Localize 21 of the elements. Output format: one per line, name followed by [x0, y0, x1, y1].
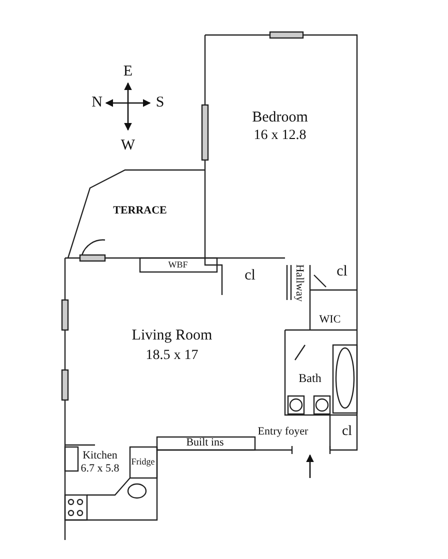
- room-name: Bath: [298, 372, 322, 384]
- compass-letter: E: [123, 64, 133, 80]
- room-name: Living Room: [132, 328, 212, 344]
- area-label: TERRACE: [113, 206, 167, 216]
- compass-letter: S: [156, 96, 164, 110]
- compass-letter: N: [92, 96, 102, 110]
- closet-label: cl: [336, 264, 348, 280]
- closet-label: cl: [342, 425, 352, 439]
- feature-label: Built ins: [186, 438, 224, 448]
- hallway-label: Hallway: [294, 264, 304, 302]
- room-name: Kitchen: [82, 450, 118, 462]
- fridge-label: Fridge: [131, 458, 155, 466]
- room-dimension: 6.7 x 5.8: [80, 464, 120, 474]
- fireplace-label: WBF: [168, 260, 188, 270]
- room-dimension: 18.5 x 17: [146, 349, 198, 363]
- compass-letter: W: [120, 138, 136, 154]
- closet-label: cl: [244, 268, 256, 284]
- area-label: Entry foyer: [258, 426, 308, 438]
- room-name: Bedroom: [252, 110, 308, 126]
- closet-label: WIC: [319, 314, 341, 326]
- room-dimension: 16 x 12.8: [254, 129, 306, 143]
